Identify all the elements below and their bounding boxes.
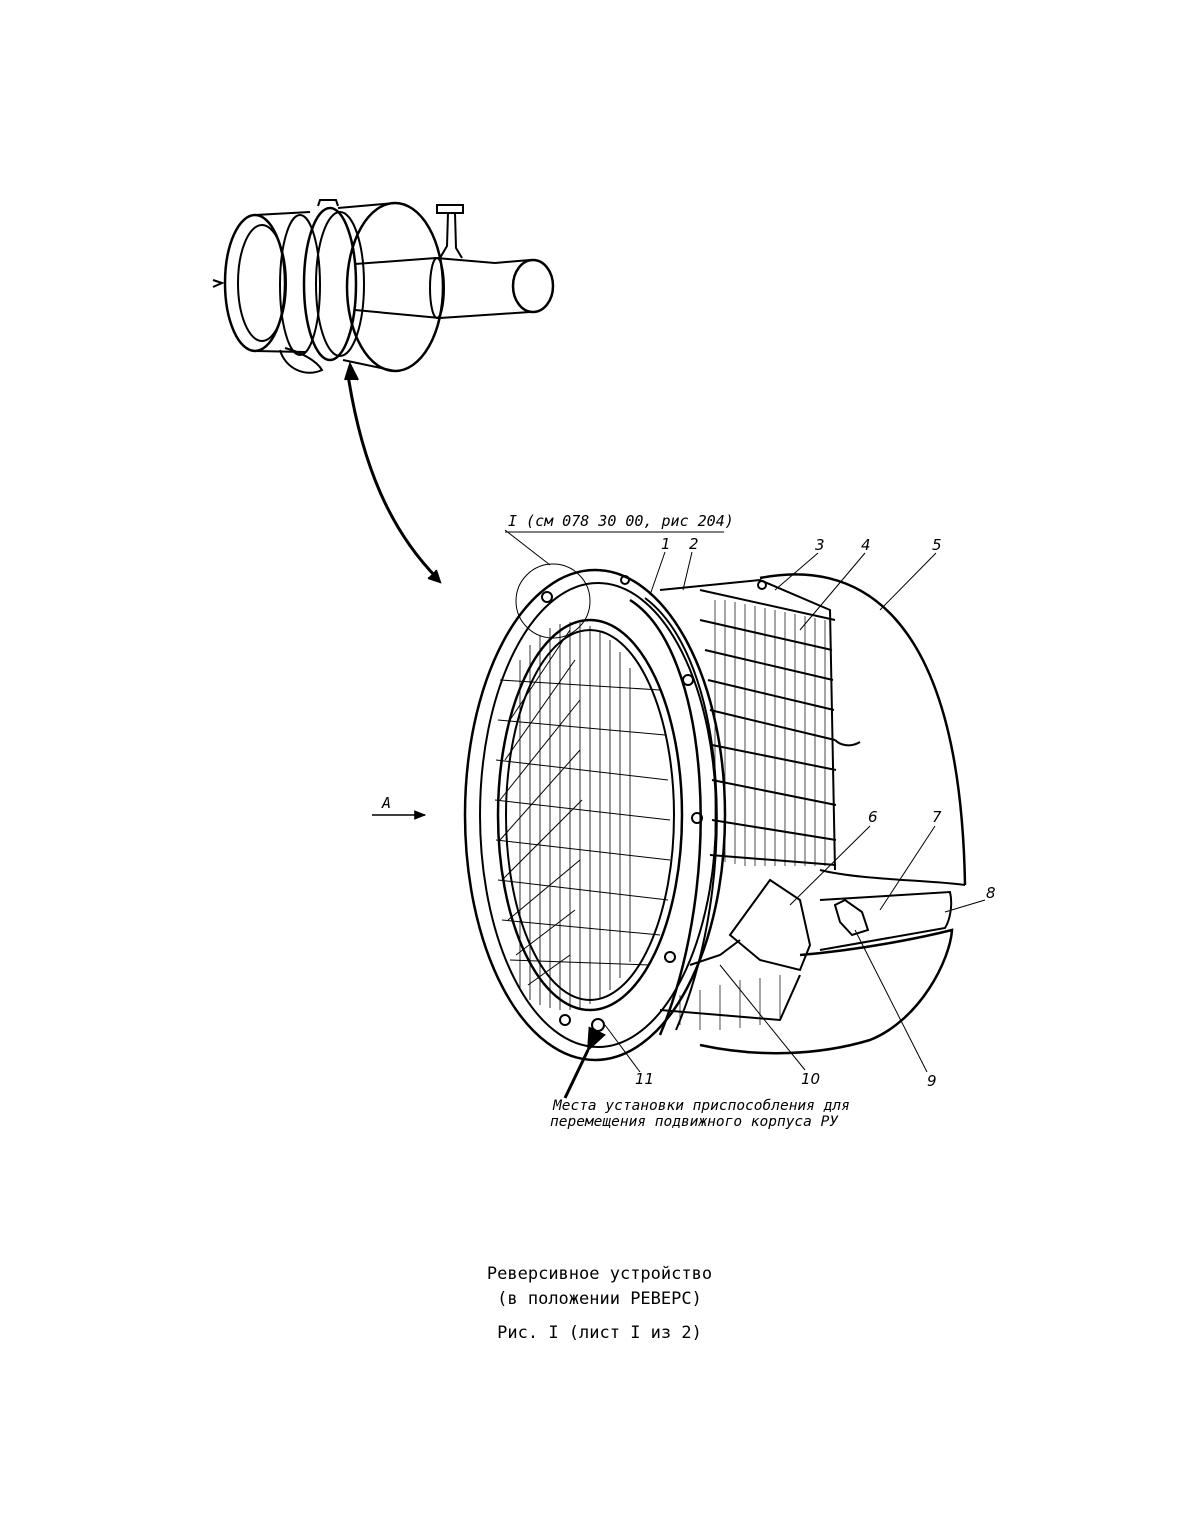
callout-2: 2 [689,535,699,553]
view-a-label: А [381,794,391,812]
thrust-reverser-illustration [463,529,986,1073]
view-a-arrow: А [372,794,427,820]
callout-7: 7 [932,808,942,826]
callout-6: 6 [868,808,878,826]
figure-subtitle: (в положении РЕВЕРС) [497,1289,702,1309]
callout-5: 5 [932,536,942,554]
callout-3: 3 [815,536,825,554]
callout-11: 11 [635,1070,654,1088]
callout-10: 10 [801,1070,820,1088]
callout-4: 4 [861,536,871,554]
callout-8: 8 [986,884,996,902]
mount-location-arrow [563,1026,606,1099]
detail-reference-label: I (см 078 30 00, рис 204) [508,512,734,530]
mount-note-line-1: Места установки приспособления для [552,1098,850,1114]
callout-1: 1 [661,535,671,553]
callout-numbers: 1 2 3 4 5 6 7 8 9 10 11 [635,535,996,1090]
callout-9: 9 [927,1072,937,1090]
figure-title: Реверсивное устройство [486,1264,713,1284]
engine-overview-illustration [212,199,555,584]
figure-number: Рис. I (лист I из 2) [497,1323,702,1343]
mount-note-line-2: перемещения подвижного корпуса РУ [550,1114,839,1130]
